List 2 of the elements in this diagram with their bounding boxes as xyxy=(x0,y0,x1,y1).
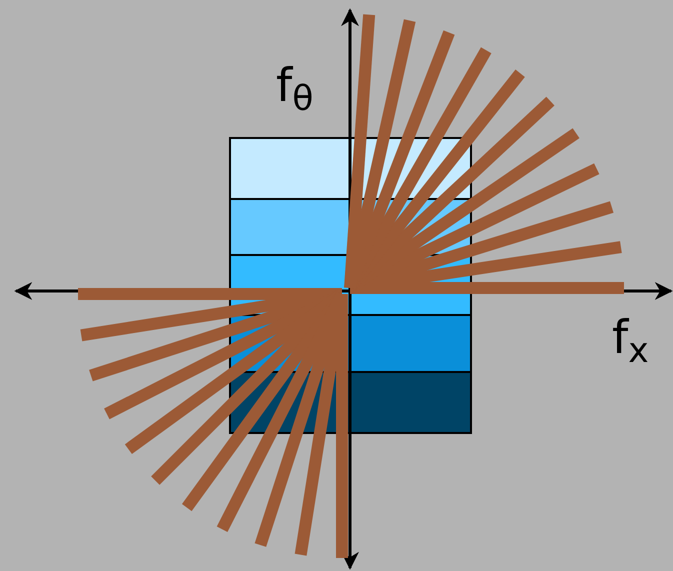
axis-label: f$_{x}$ xyxy=(612,314,649,360)
axis-label: f$_{θ}$ xyxy=(276,62,314,108)
